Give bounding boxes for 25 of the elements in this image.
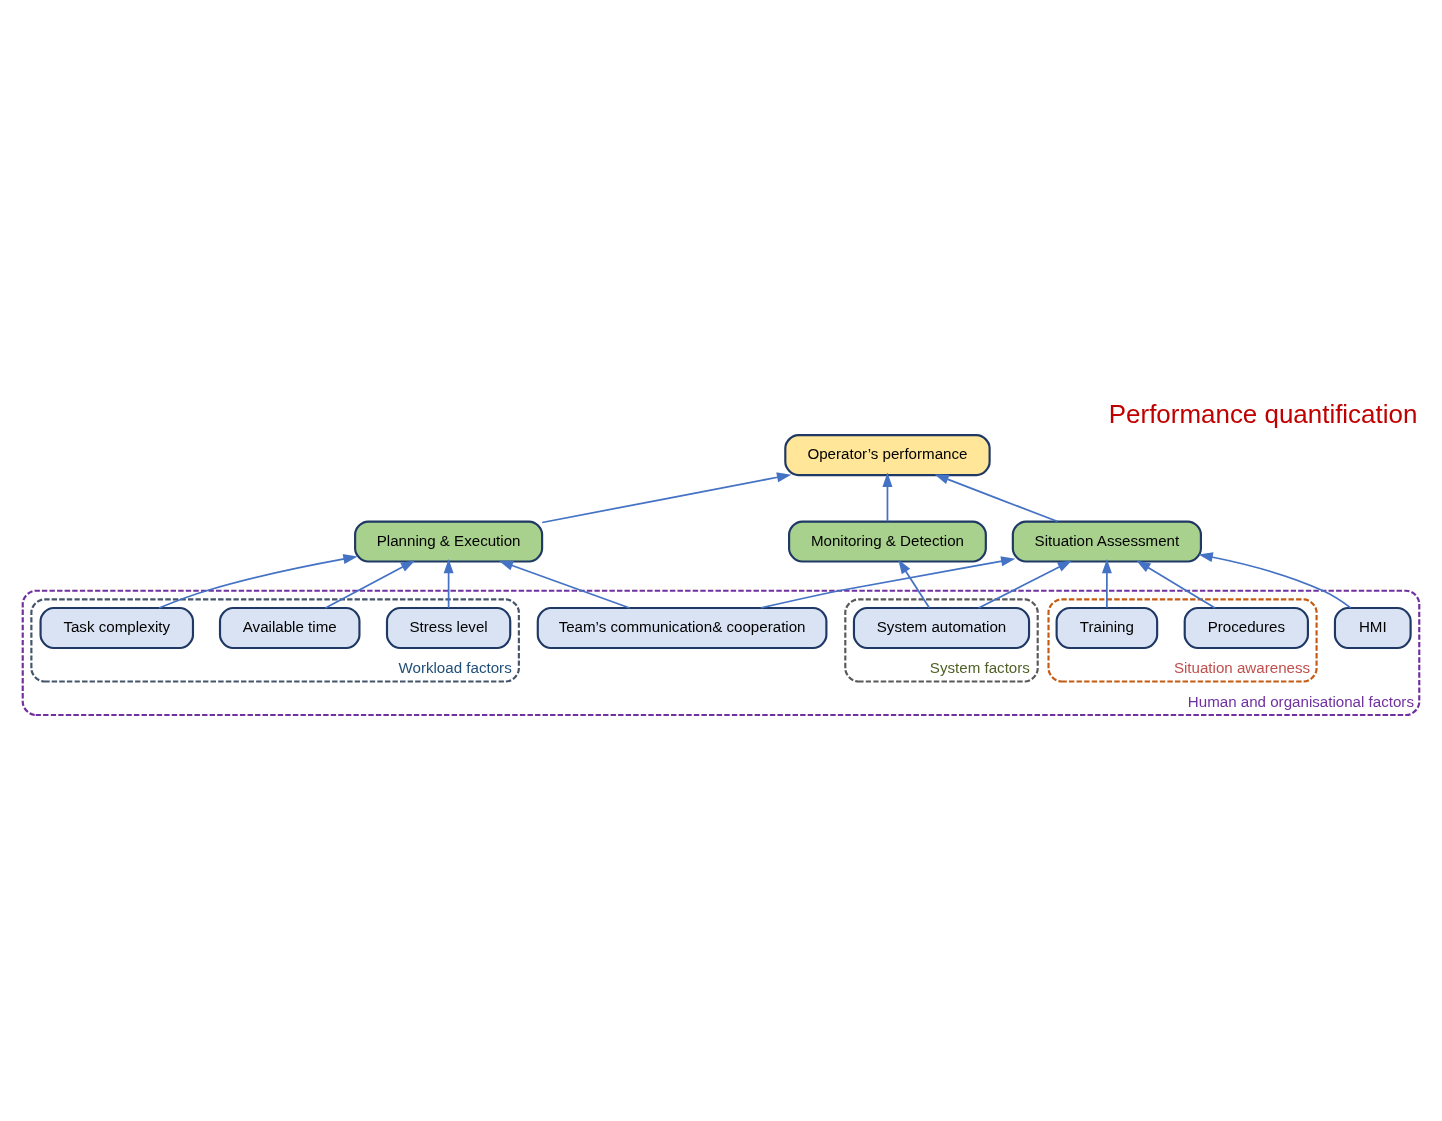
node-box: Training [1055, 606, 1159, 649]
node-box: HMI [1333, 606, 1412, 649]
node-box: Situation Assessment [1011, 519, 1202, 563]
node-box: Operator’s performance [784, 433, 991, 476]
node-box: Available time [218, 606, 361, 649]
node-box: Team’s communication& cooperation [536, 606, 828, 649]
arrow [1198, 551, 1352, 609]
arrow [498, 560, 631, 609]
diagram-title: Performance quantification [1108, 399, 1418, 428]
arrow [934, 473, 1059, 522]
arrow [1101, 558, 1112, 609]
arrow [977, 559, 1072, 609]
node-box: Planning & Execution [354, 519, 544, 563]
node-box: Monitoring & Detection [788, 519, 987, 563]
node-box: System automation [852, 606, 1031, 649]
arrow [541, 471, 792, 523]
node-box: Procedures [1183, 606, 1309, 649]
node-box: Stress level [385, 606, 512, 649]
node-box: Task complexity [39, 606, 195, 649]
arrow [443, 558, 454, 609]
arrow [882, 472, 893, 522]
arrow [898, 558, 931, 609]
arrow [1136, 559, 1216, 609]
arrow [158, 553, 358, 609]
arrow [324, 559, 416, 609]
